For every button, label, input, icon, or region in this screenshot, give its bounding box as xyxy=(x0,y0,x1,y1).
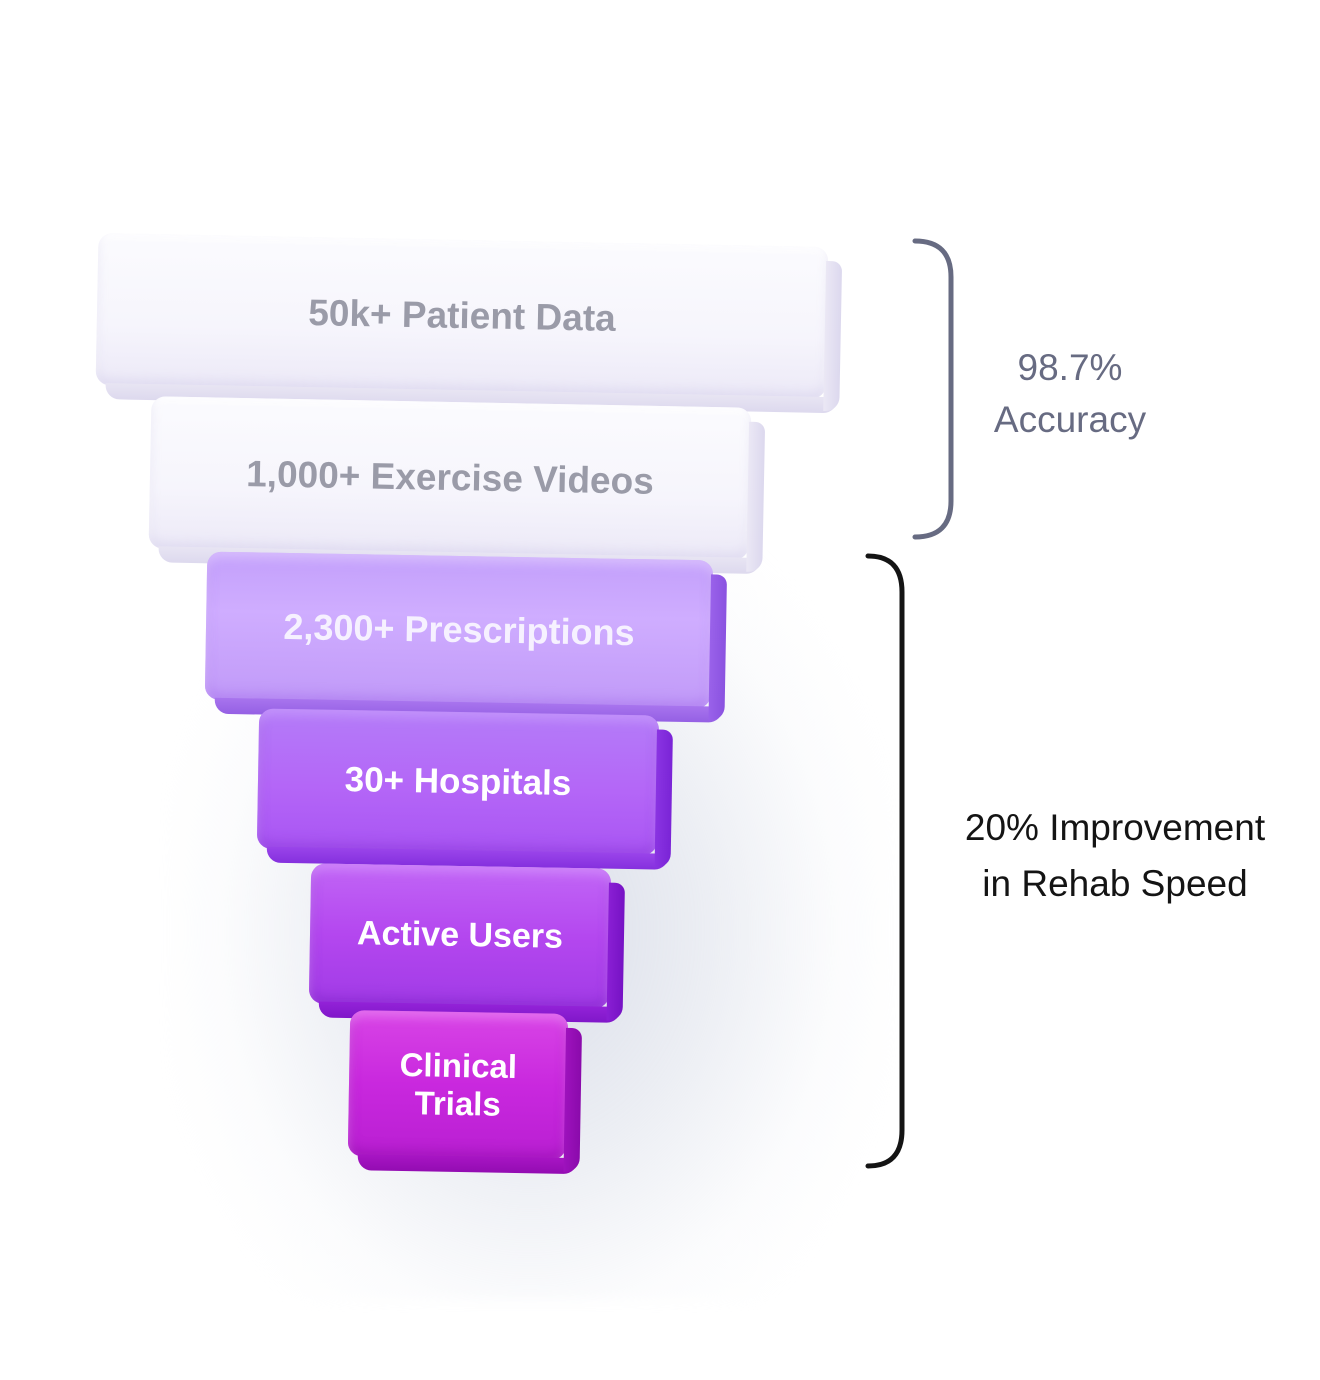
funnel-stage-label: 2,300+ Prescriptions xyxy=(283,606,635,654)
accuracy-value: 98.7% xyxy=(1017,347,1123,388)
rehab-speed-annotation: 20% Improvement in Rehab Speed xyxy=(920,800,1310,911)
bracket-bottom xyxy=(865,553,905,1169)
funnel-stage-patient-data: 50k+ Patient Data xyxy=(95,233,829,399)
bracket-top xyxy=(912,238,954,540)
funnel-stage-prescriptions: 2,300+ Prescriptions xyxy=(204,551,714,709)
funnel-stage-label: 1,000+ Exercise Videos xyxy=(245,452,655,502)
improvement-value: 20% Improvement xyxy=(964,807,1266,848)
funnel-stage-clinical-trials: Clinical Trials xyxy=(347,1010,569,1160)
funnel-stage-label: Active Users xyxy=(356,914,564,957)
accuracy-label: Accuracy xyxy=(993,398,1147,440)
funnel-stage-label: 50k+ Patient Data xyxy=(307,291,617,339)
improvement-label: in Rehab Speed xyxy=(982,862,1248,904)
funnel-stage-label: Clinical Trials xyxy=(399,1046,518,1123)
funnel-stage-active-users: Active Users xyxy=(308,863,612,1009)
funnel-stage-label: 30+ Hospitals xyxy=(344,759,572,803)
funnel-stage-exercise-videos: 1,000+ Exercise Videos xyxy=(148,396,752,560)
funnel-stage-hospitals: 30+ Hospitals xyxy=(256,708,660,856)
accuracy-annotation: 98.7% Accuracy xyxy=(960,340,1180,447)
